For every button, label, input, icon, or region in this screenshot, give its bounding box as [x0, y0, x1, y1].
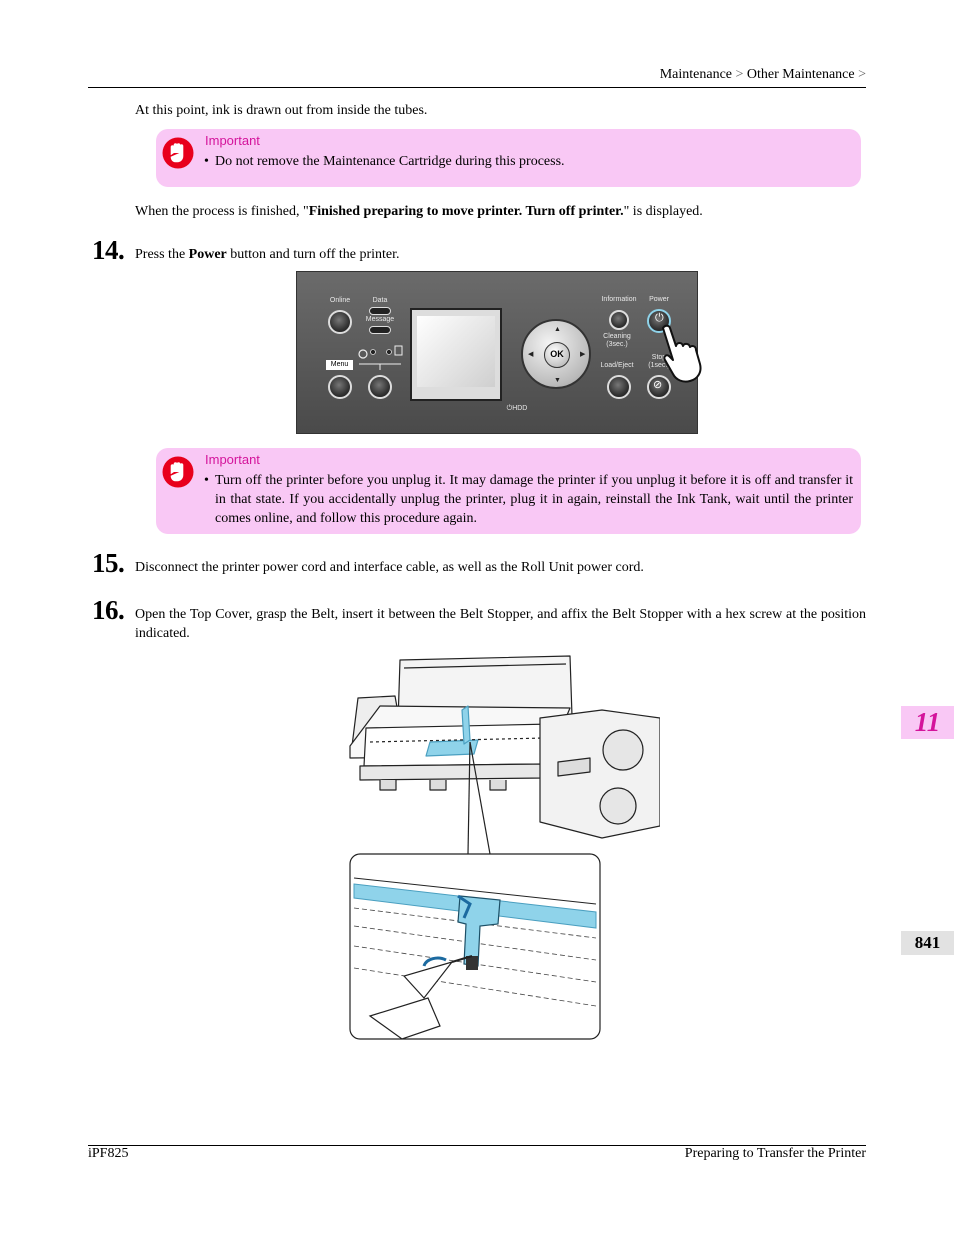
- important-note-2: Important • Turn off the printer before …: [156, 448, 861, 534]
- finished-text-after: " is displayed.: [623, 204, 703, 219]
- step-14-text: Press the Power button and turn off the …: [135, 245, 866, 264]
- mode-indicators: [358, 345, 403, 370]
- printer-overview: [349, 655, 660, 839]
- chapter-tab[interactable]: 11: [901, 706, 954, 739]
- breadcrumb-item-maintenance[interactable]: Maintenance: [659, 67, 732, 82]
- load-eject-label: Load/Eject: [600, 362, 634, 369]
- mode-button: [368, 375, 392, 399]
- important-title: Important: [205, 452, 260, 467]
- online-label: Online: [329, 297, 351, 304]
- important-title: Important: [205, 133, 260, 148]
- step-15-text: Disconnect the printer power cord and in…: [135, 560, 644, 575]
- step-14-number: 14.: [92, 235, 125, 265]
- message-label: Message: [365, 316, 395, 323]
- bullet: •: [204, 473, 209, 488]
- important-text: • Do not remove the Maintenance Cartridg…: [204, 152, 853, 171]
- stop-icon: ⊘: [653, 379, 663, 391]
- footer-rule: [88, 1145, 866, 1146]
- online-button: [328, 310, 352, 334]
- footer-model: iPF825: [88, 1146, 129, 1161]
- cleaning-label: Cleaning(3sec.): [603, 333, 631, 348]
- arrow-up-icon: ▲: [554, 325, 561, 333]
- control-panel-figure: Online Data Message Menu ▲ ▼ ◀ ▶ OK ⏻HDD…: [296, 271, 702, 434]
- lcd-screen: [417, 316, 495, 387]
- lcd-display: [410, 308, 502, 401]
- breadcrumb-separator: >: [735, 67, 744, 82]
- power-label: Power: [649, 296, 669, 303]
- important-note-1: Important • Do not remove the Maintenanc…: [156, 129, 861, 187]
- finished-message: Finished preparing to move printer. Turn…: [308, 204, 624, 219]
- arrow-down-icon: ▼: [554, 376, 561, 384]
- finished-text-before: When the process is finished, ": [135, 204, 309, 219]
- arrow-right-icon: ▶: [580, 350, 586, 358]
- step-14-after: button and turn off the printer.: [226, 247, 400, 262]
- breadcrumb-item-other-maintenance[interactable]: Other Maintenance: [746, 67, 855, 82]
- power-button: ⏻: [647, 309, 671, 333]
- important-body: Do not remove the Maintenance Cartridge …: [215, 154, 565, 169]
- hdd-label: ⏻HDD: [506, 405, 528, 412]
- navigation-pad: ▲ ▼ ◀ ▶ OK: [521, 319, 591, 389]
- power-icon: ⏻: [655, 312, 664, 324]
- hdd-icon: ⏻: [506, 405, 513, 412]
- information-button: [609, 310, 629, 330]
- step-16-text: Open the Top Cover, grasp the Belt, inse…: [135, 607, 866, 641]
- stop-label: Stop(1sec.): [648, 354, 670, 369]
- important-text: • Turn off the printer before you unplug…: [204, 471, 853, 528]
- load-eject-button: [607, 375, 631, 399]
- data-lamp: [369, 307, 391, 315]
- callout-lines: [467, 741, 491, 855]
- page-number-tab: 841: [901, 931, 954, 955]
- step-14-before: Press the: [135, 247, 189, 262]
- printer-belt-stopper-figure: [349, 655, 660, 1040]
- pointing-hand-icon: [662, 324, 702, 383]
- menu-button: [328, 375, 352, 399]
- footer-section-title: Preparing to Transfer the Printer: [684, 1146, 866, 1161]
- intro-paragraph: At this point, ink is drawn out from ins…: [135, 103, 428, 118]
- information-label: Information: [601, 296, 637, 303]
- stop-button: ⊘: [647, 375, 671, 399]
- step-15-number: 15.: [92, 548, 125, 578]
- data-label: Data: [372, 297, 388, 304]
- step-16-number: 16.: [92, 595, 125, 625]
- menu-label: Menu: [326, 360, 353, 370]
- message-lamp: [369, 326, 391, 334]
- breadcrumb: Maintenance > Other Maintenance >: [660, 67, 866, 83]
- important-hand-icon: [162, 456, 194, 488]
- step-14-power: Power: [188, 247, 227, 262]
- header-rule: [88, 87, 866, 88]
- important-hand-icon: [162, 137, 194, 169]
- arrow-left-icon: ◀: [528, 350, 534, 358]
- detail-view: [349, 853, 601, 1040]
- breadcrumb-separator: >: [858, 67, 866, 82]
- bullet: •: [204, 154, 209, 169]
- important-body: Turn off the printer before you unplug i…: [215, 473, 853, 526]
- ok-button: OK: [544, 342, 570, 368]
- finished-paragraph: When the process is finished, "Finished …: [135, 202, 703, 221]
